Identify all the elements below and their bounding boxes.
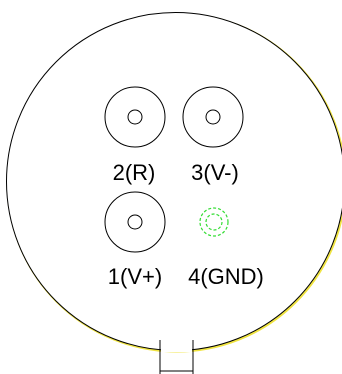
pin-2-contact (127, 109, 143, 125)
pin-4-outer-dashed (199, 207, 229, 237)
pin-3-outer-ring (182, 86, 244, 148)
pin-2-label: 2(R) (113, 160, 156, 185)
pin-3-contact (205, 109, 221, 125)
housing-outline (6, 12, 342, 351)
pin-1-socket (104, 191, 166, 253)
pin-4-inner-dashed (205, 213, 223, 231)
pin-3-label: 3(V-) (191, 160, 239, 185)
pin-4-label: 4(GND) (188, 264, 264, 289)
pin-1-contact (127, 214, 143, 230)
pin-4-gnd-pad (199, 207, 229, 237)
pin-3-socket (182, 86, 244, 148)
pin-2-socket (104, 86, 166, 148)
pin-1-outer-ring (104, 191, 166, 253)
pin-1-label: 1(V+) (108, 264, 162, 289)
pin-2-outer-ring (104, 86, 166, 148)
